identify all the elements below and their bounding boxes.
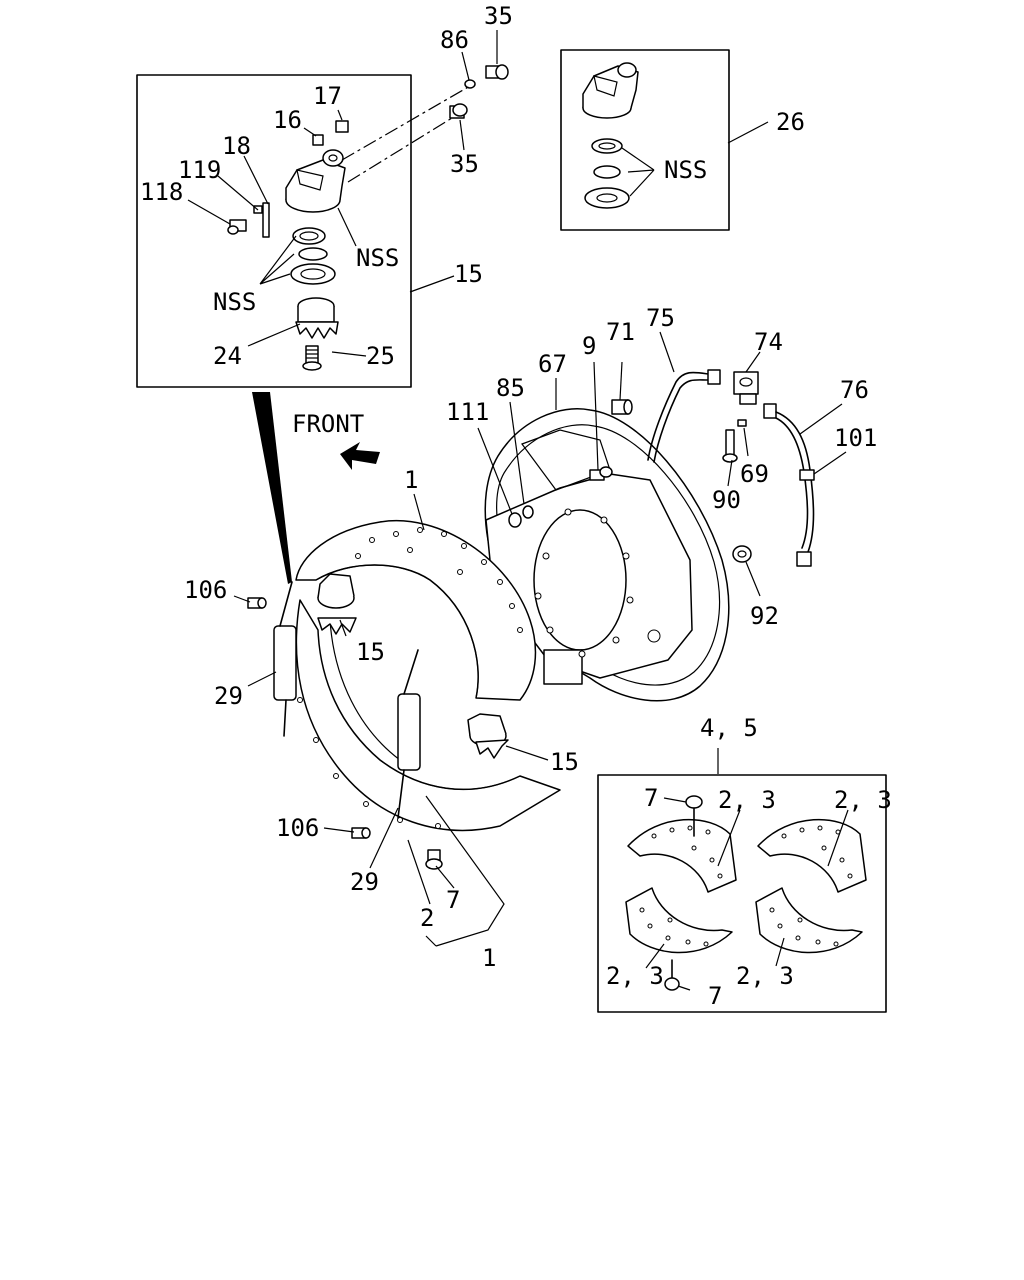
- plug-71: [611, 399, 633, 415]
- callout-2-3-bottom-right: 2, 3: [736, 962, 794, 990]
- hose-76: [763, 403, 815, 567]
- callout-92: 92: [750, 602, 779, 630]
- callout-69: 69: [740, 460, 769, 488]
- callout-17: 17: [313, 82, 342, 110]
- bolt-35-lower: [449, 103, 468, 119]
- callout-labels: FRONT 35 86 17 16 18 119 118 35 NSS NSS …: [140, 2, 892, 1010]
- callout-2-3-bottom-left: 2, 3: [606, 962, 664, 990]
- bolt-9: [589, 466, 613, 481]
- nut-85: [522, 505, 534, 519]
- callout-35-top: 35: [484, 2, 513, 30]
- callout-67: 67: [538, 350, 567, 378]
- callout-90: 90: [712, 486, 741, 514]
- backing-plate-67: [484, 408, 730, 702]
- return-spring-29-left: [273, 581, 297, 737]
- callout-76: 76: [840, 376, 869, 404]
- callout-71: 71: [606, 318, 635, 346]
- bleeder-screw-16: [312, 134, 324, 146]
- callout-24: 24: [213, 342, 242, 370]
- lining-upper-right: [757, 818, 867, 893]
- inset-wheel-cylinder: [136, 74, 412, 388]
- lining-lower-left: [625, 887, 733, 954]
- mounting-holes: [534, 508, 661, 658]
- bolt-106-lower: [351, 827, 371, 839]
- bolt-106-upper: [247, 597, 267, 609]
- anchor-block: [543, 649, 583, 685]
- leader-lines: [187, 30, 849, 991]
- clip-101: [799, 469, 815, 481]
- wheel-cylinder-lower: [467, 713, 509, 759]
- rivet-holes: [297, 527, 523, 829]
- callout-nss-2: NSS: [213, 288, 256, 316]
- rivet-7-inset-bottom: [664, 959, 680, 991]
- callout-nss-3: NSS: [664, 156, 707, 184]
- callout-29-right: 29: [350, 868, 379, 896]
- inset-frame-15: [136, 74, 412, 388]
- wheel-cylinder-housing: [285, 149, 346, 213]
- callout-1-bottom: 1: [482, 944, 496, 972]
- callout-111: 111: [446, 398, 489, 426]
- callout-86: 86: [440, 26, 469, 54]
- rivet-7-assembly: [425, 849, 443, 870]
- inset-frame-26: [560, 49, 730, 231]
- inset-frame-4-5: [597, 774, 887, 1013]
- return-spring-29-right: [397, 649, 421, 819]
- callout-4-5: 4, 5: [700, 714, 758, 742]
- callout-118: 118: [140, 178, 183, 206]
- callout-7-inset-bottom: 7: [708, 982, 722, 1010]
- callout-26: 26: [776, 108, 805, 136]
- bleeder-cap-17: [335, 120, 349, 133]
- seal-ring-3: [290, 263, 336, 285]
- callout-85: 85: [496, 374, 525, 402]
- front-arrow-icon: [340, 442, 380, 470]
- lining-lower-right: [755, 887, 863, 954]
- brake-pipe-75: [647, 369, 721, 463]
- front-label: FRONT: [292, 410, 364, 438]
- seal-ring-2: [298, 247, 328, 261]
- callout-101: 101: [834, 424, 877, 452]
- lining-upper-left: [627, 818, 737, 893]
- cap-92: [732, 545, 752, 563]
- callout-35-lower: 35: [450, 150, 479, 178]
- wheel-cylinder-upper: [317, 573, 357, 635]
- callout-2-3-top-right: 2, 3: [834, 786, 892, 814]
- thick-leader: [252, 392, 292, 584]
- callout-16: 16: [273, 106, 302, 134]
- callout-29-left: 29: [214, 682, 243, 710]
- callout-7-assembly: 7: [446, 886, 460, 914]
- callout-15-inset: 15: [454, 260, 483, 288]
- bolt-35-top: [485, 64, 509, 80]
- callout-106-upper: 106: [184, 576, 227, 604]
- callout-2: 2: [420, 904, 434, 932]
- brake-shoe-assembly-1: [273, 520, 561, 832]
- callout-nss-1: NSS: [356, 244, 399, 272]
- screw-25: [302, 345, 322, 371]
- union-74: [733, 371, 759, 405]
- alignment-line-2: [347, 117, 453, 183]
- callout-1-top: 1: [404, 466, 418, 494]
- callout-15-lower: 15: [550, 748, 579, 776]
- callout-119: 119: [178, 156, 221, 184]
- callout-18: 18: [222, 132, 251, 160]
- callout-9: 9: [582, 332, 596, 360]
- washer-111: [508, 512, 522, 528]
- inset-cylinder-26: [560, 49, 730, 231]
- alignment-line-1: [341, 85, 471, 161]
- inset-shoe-linings: [597, 774, 887, 1013]
- bolt-90: [722, 429, 738, 463]
- seal-ring-1: [292, 227, 326, 245]
- washer-86: [464, 79, 476, 89]
- callout-2-3-top-left: 2, 3: [718, 786, 776, 814]
- callout-106-lower: 106: [276, 814, 319, 842]
- callout-74: 74: [754, 328, 783, 356]
- callout-25: 25: [366, 342, 395, 370]
- washer-69: [737, 419, 747, 427]
- callout-15-upper: 15: [356, 638, 385, 666]
- callout-7-inset-top: 7: [644, 784, 658, 812]
- callout-75: 75: [646, 304, 675, 332]
- adjuster-gear-24: [295, 297, 339, 339]
- pin-18: [262, 202, 270, 238]
